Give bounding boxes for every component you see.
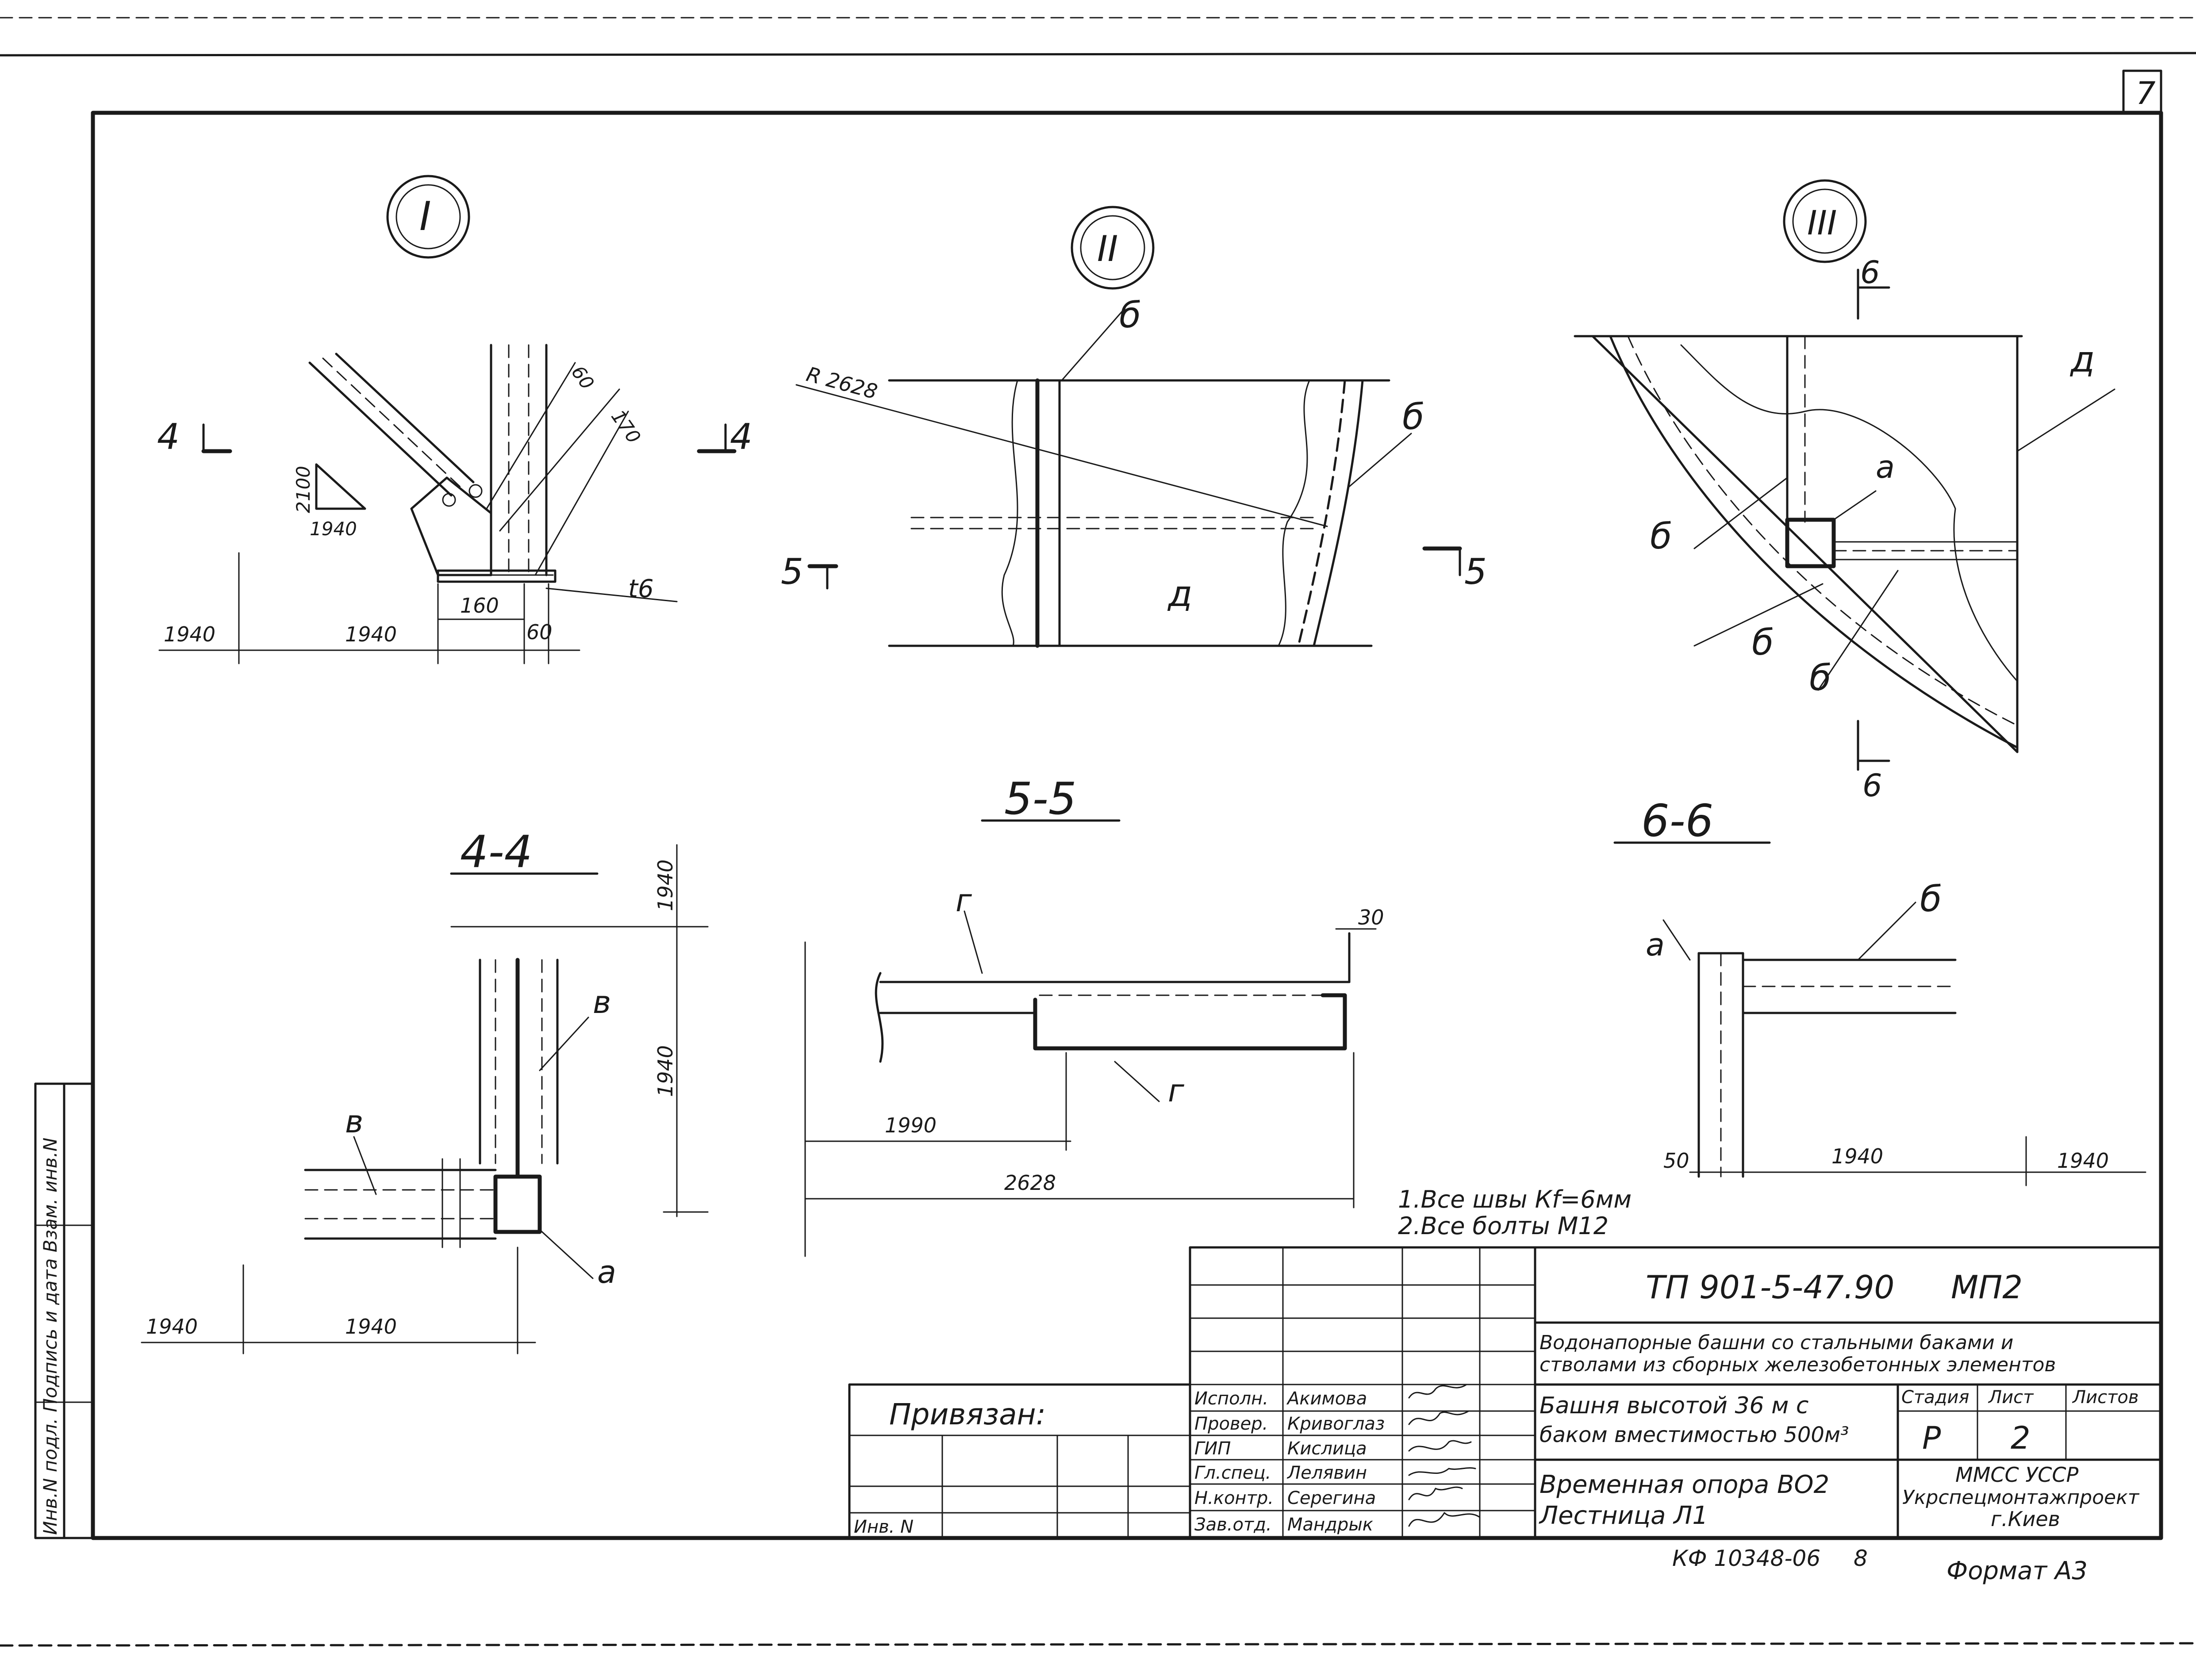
sheet-header: Лист (1988, 1387, 2034, 1408)
role-4: Гл.спец. (1194, 1463, 1271, 1483)
org-line-3: г.Киев (1991, 1507, 2060, 1531)
sheet-value: 2 (2011, 1420, 2031, 1456)
project-line-1: Водонапорные башни со стальными баками и (1540, 1331, 2013, 1354)
label-v-4-4a: в (593, 984, 611, 1020)
side-stamp (34, 1082, 94, 1539)
node-3-drawing (1574, 268, 2115, 771)
dim-1940-4-4-a: 1940 (146, 1315, 198, 1339)
name-6: Мандрык (1287, 1515, 1373, 1535)
dim-1940-4-4-top: 1940 (653, 859, 677, 911)
node-3-label: III (1807, 203, 1837, 242)
label-v-4-4b: в (345, 1104, 363, 1140)
sheets-header: Листов (2072, 1387, 2138, 1408)
section-4-4-title: 4-4 (460, 826, 532, 878)
dim-1940-6-6b: 1940 (2057, 1149, 2109, 1173)
dim-1940-slope: 1940 (310, 518, 357, 540)
archive-code: КФ 10348-06 (1672, 1546, 1820, 1571)
label-b-node2a: б (1119, 295, 1141, 336)
dim-2100: 2100 (292, 466, 314, 513)
section-6-6-drawing (1662, 901, 2146, 1186)
cut-5-right: 5 (1464, 551, 1487, 592)
label-b-node3c: б (1809, 657, 1831, 698)
node-2-callout (1071, 206, 1155, 290)
object-line-2: баком вместимостью 500м³ (1540, 1423, 1849, 1447)
dim-60-top: 60 (567, 362, 599, 394)
doc-code: ТП 901-5-47.90 (1646, 1269, 1894, 1306)
signatures (1408, 1384, 1481, 1527)
dim-170: 170 (607, 406, 645, 448)
role-2: Провер. (1194, 1414, 1268, 1434)
cut-5-left: 5 (781, 551, 803, 592)
cut-6-bottom: 6 (1862, 767, 1882, 804)
name-2: Кривоглаз (1287, 1414, 1385, 1434)
role-3: ГИП (1194, 1438, 1231, 1459)
dim-1940-6-6a: 1940 (1831, 1144, 1883, 1168)
role-5: Н.контр. (1194, 1488, 1274, 1508)
doc-series: МП2 (1951, 1269, 2023, 1306)
title-block-frame (848, 1246, 2162, 1538)
node-2-drawing (795, 309, 1462, 648)
section-4-4-drawing (141, 844, 709, 1354)
name-3: Кислица (1287, 1438, 1367, 1459)
dim-1940-4-4-b: 1940 (345, 1315, 397, 1339)
cut-6-top: 6 (1860, 254, 1880, 291)
section-5-5-title: 5-5 (1004, 773, 1076, 825)
label-b-node3b: б (1752, 622, 1774, 663)
name-1: Акимова (1286, 1388, 1367, 1409)
note-1: 1.Все швы Кf=6мм (1398, 1185, 1632, 1213)
project-line-2: стволами из сборных железобетонных элеме… (1540, 1354, 2056, 1376)
label-a-node3: а (1876, 449, 1895, 485)
cut-4-left: 4 (157, 416, 180, 457)
org-line-1: ММСС УССР (1955, 1463, 2079, 1487)
archive-num: 8 (1854, 1546, 1868, 1571)
object-line-1: Башня высотой 36 м с (1540, 1392, 1809, 1419)
node-2-label: II (1097, 228, 1118, 269)
dim-1940-4-4-side: 1940 (653, 1045, 677, 1097)
label-d-node3: д (2069, 339, 2095, 380)
dim-1990: 1990 (885, 1113, 937, 1137)
drawing-line-2: Лестница Л1 (1539, 1501, 1708, 1530)
label-b-6-6: б (1920, 878, 1942, 920)
cut-4-right: 4 (730, 416, 752, 457)
inv-label: Инв. N (854, 1517, 914, 1537)
sheet-number: 7 (2136, 75, 2156, 111)
node-1-callout (386, 175, 470, 259)
node-1-label: I (419, 193, 431, 240)
note-2: 2.Все болты М12 (1398, 1212, 1609, 1240)
section-5-5-drawing (804, 910, 1377, 1257)
label-a-6-6: а (1646, 927, 1665, 963)
node-1-drawing (158, 344, 737, 664)
label-b-node2b: б (1402, 396, 1424, 437)
org-line-2: Укрспецмонтажпроект (1902, 1486, 2140, 1509)
name-5: Серегина (1287, 1488, 1376, 1508)
label-g-5-5a: г (956, 882, 972, 919)
dim-2628: 2628 (1004, 1171, 1056, 1195)
label-b-node3a: б (1650, 516, 1672, 557)
format-label: Формат А3 (1946, 1557, 2088, 1585)
role-6: Зав.отд. (1194, 1515, 1272, 1535)
dim-50: 50 (1663, 1149, 1689, 1173)
dim-1940-a: 1940 (164, 622, 215, 646)
dim-30: 30 (1358, 905, 1384, 929)
privyazan-label: Привязан: (889, 1397, 1046, 1431)
dim-1940-b: 1940 (345, 622, 397, 646)
label-d-node2: д (1167, 573, 1192, 614)
section-6-6-title: 6-6 (1641, 795, 1713, 847)
drawing-line-1: Временная опора ВО2 (1540, 1470, 1829, 1499)
label-a-4-4: а (597, 1254, 616, 1290)
label-plate-t6: t6 (628, 575, 654, 603)
node-3-callout (1783, 179, 1867, 263)
name-4: Лелявин (1286, 1463, 1367, 1483)
role-1: Исполн. (1194, 1388, 1268, 1409)
side-stamp-text: Инв.N подл. Подпись и дата Взам. инв.N (39, 1138, 61, 1535)
stage-value: Р (1922, 1420, 1941, 1456)
stage-header: Стадия (1901, 1387, 1969, 1408)
dim-160: 160 (460, 594, 499, 618)
label-g-5-5b: г (1168, 1073, 1185, 1109)
dim-60: 60 (526, 620, 553, 644)
